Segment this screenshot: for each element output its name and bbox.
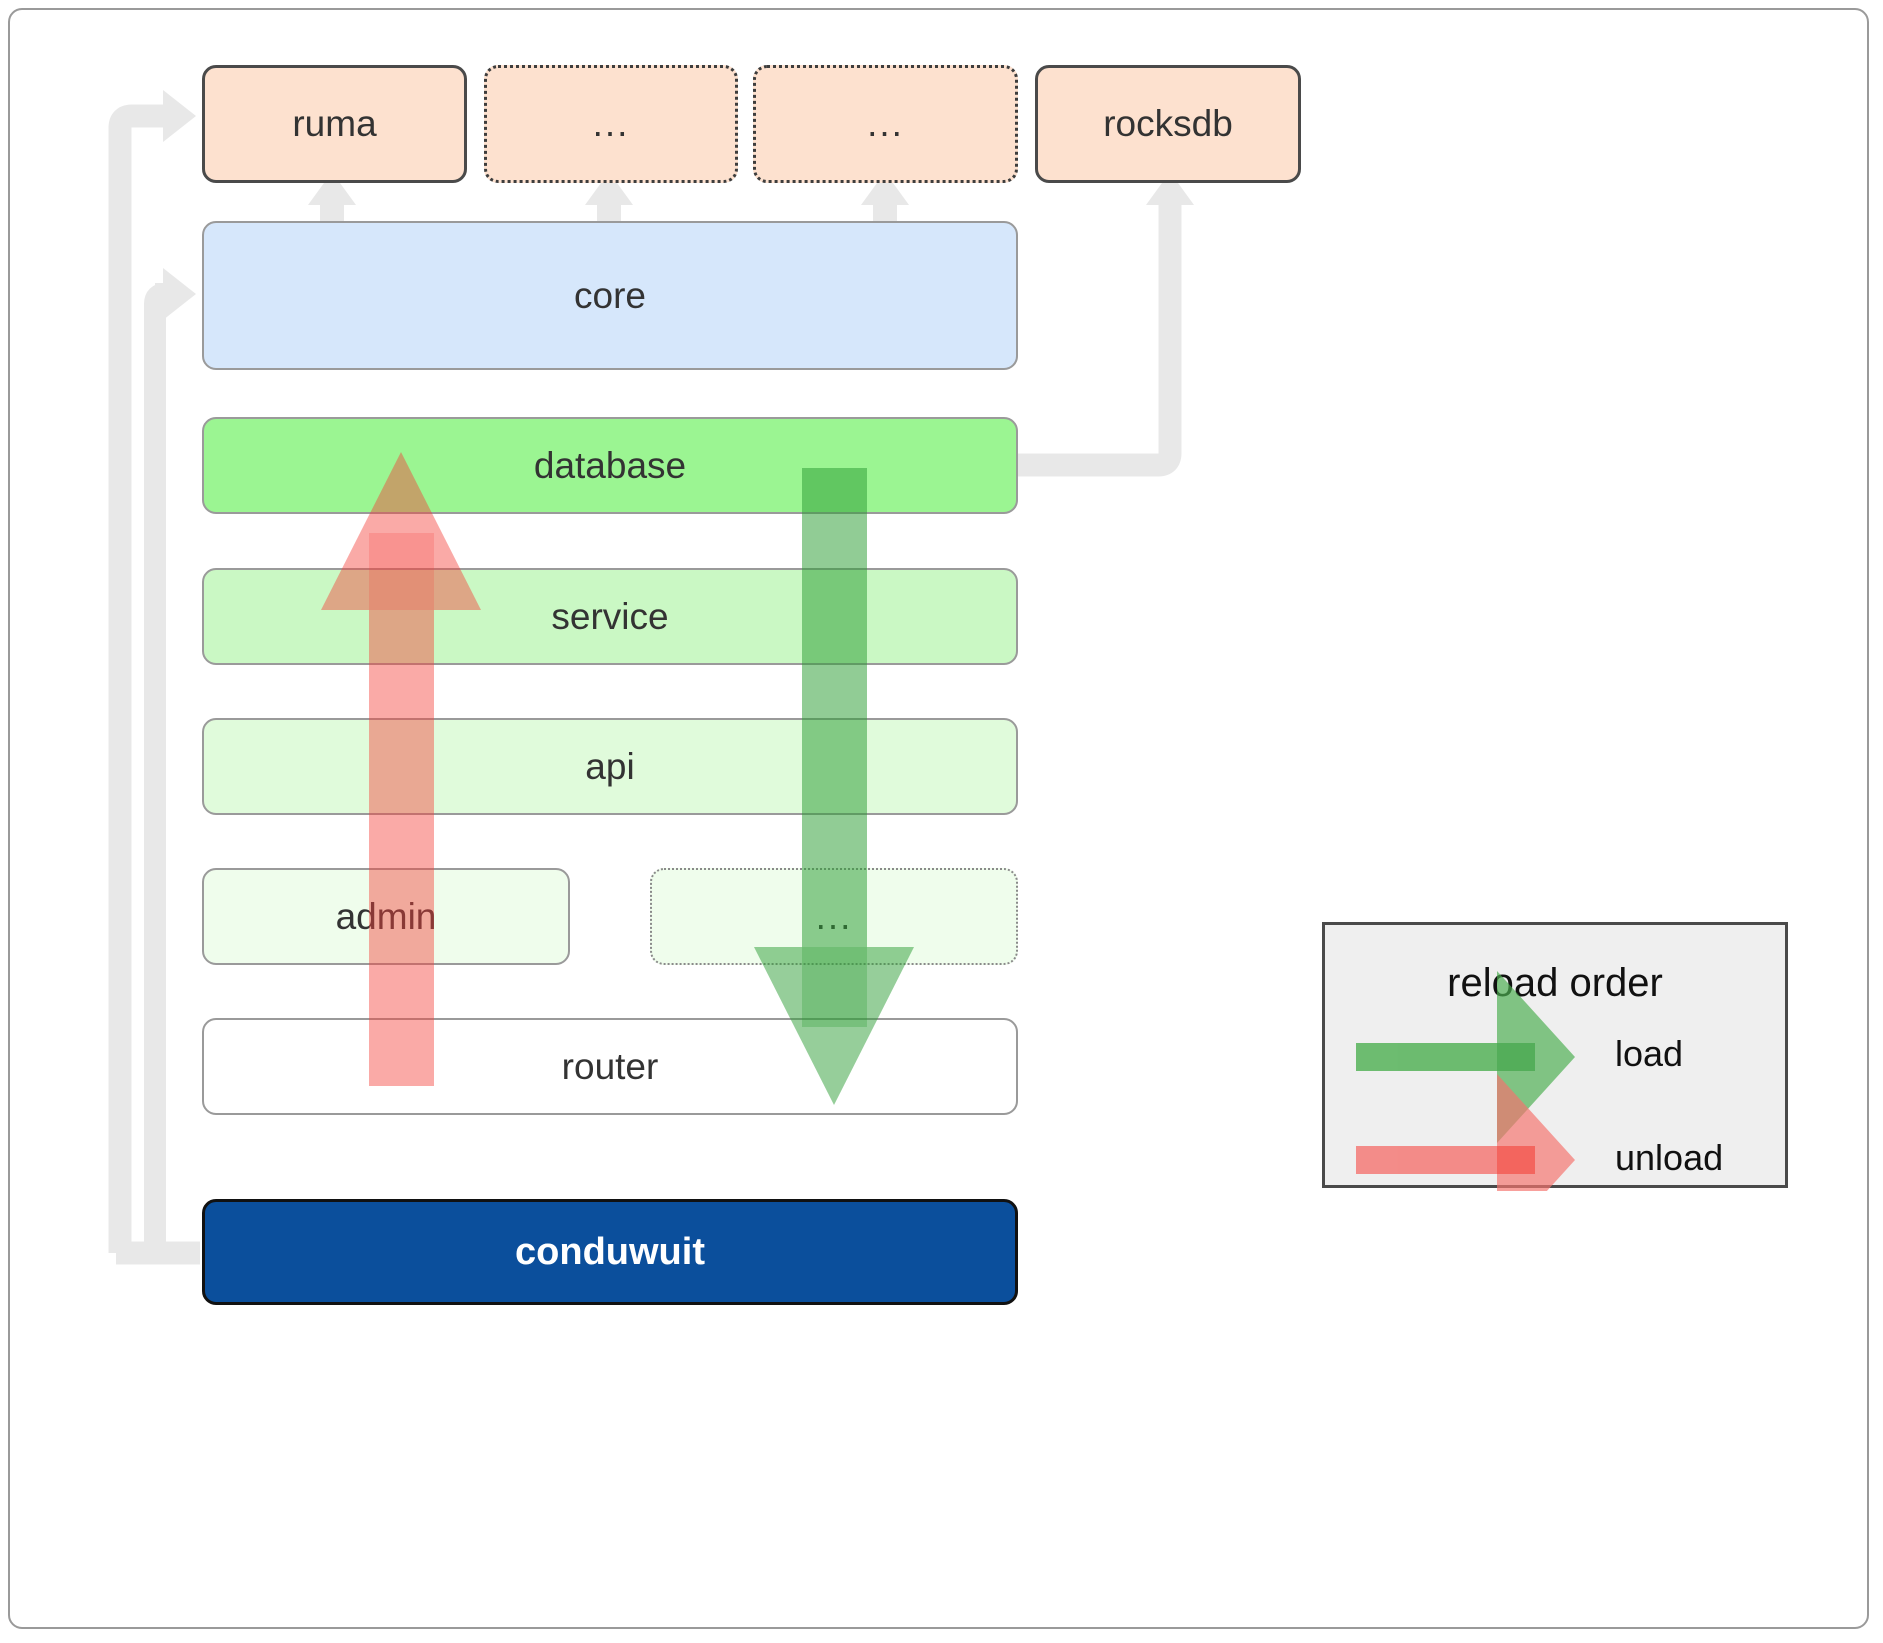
module-label-rocksdb: rocksdb	[1103, 103, 1233, 144]
layer-box-database[interactable]: database	[202, 417, 1018, 514]
layer-label-service: service	[551, 595, 669, 637]
legend-arrow-icons	[1356, 971, 1575, 1191]
module-box-ellipsis-2[interactable]: ...	[753, 65, 1018, 183]
root-box-conduwuit[interactable]: conduwuit	[202, 1199, 1018, 1305]
root-label-conduwuit: conduwuit	[515, 1230, 705, 1273]
module-box-ruma[interactable]: ruma	[202, 65, 467, 183]
layer-label-admin: admin	[335, 895, 437, 937]
legend-label-load: load	[1615, 1033, 1684, 1074]
layer-box-ellipsis[interactable]: ...	[650, 868, 1018, 965]
legend-title: reload order	[1447, 961, 1663, 1005]
layer-box-core[interactable]: core	[202, 221, 1018, 370]
layer-label-router: router	[561, 1045, 659, 1087]
module-label-ellipsis-2: ...	[867, 103, 904, 144]
unload-arrow-icon	[1356, 1074, 1575, 1191]
layer-label-ellipsis: ...	[815, 895, 853, 937]
legend-label-unload: unload	[1615, 1137, 1724, 1178]
layer-label-core: core	[574, 274, 646, 316]
layer-box-admin[interactable]: admin	[202, 868, 570, 965]
layer-label-api: api	[585, 745, 635, 787]
module-label-ruma: ruma	[292, 103, 377, 144]
layer-box-api[interactable]: api	[202, 718, 1018, 815]
layer-box-service[interactable]: service	[202, 568, 1018, 665]
layer-box-router[interactable]: router	[202, 1018, 1018, 1115]
legend-panel: reload order load unload	[1322, 922, 1788, 1191]
layer-label-database: database	[533, 444, 687, 486]
module-box-ellipsis-1[interactable]: ...	[484, 65, 738, 183]
load-arrow-icon	[1356, 971, 1575, 1143]
module-label-ellipsis-1: ...	[592, 103, 630, 144]
module-box-rocksdb[interactable]: rocksdb	[1035, 65, 1301, 183]
